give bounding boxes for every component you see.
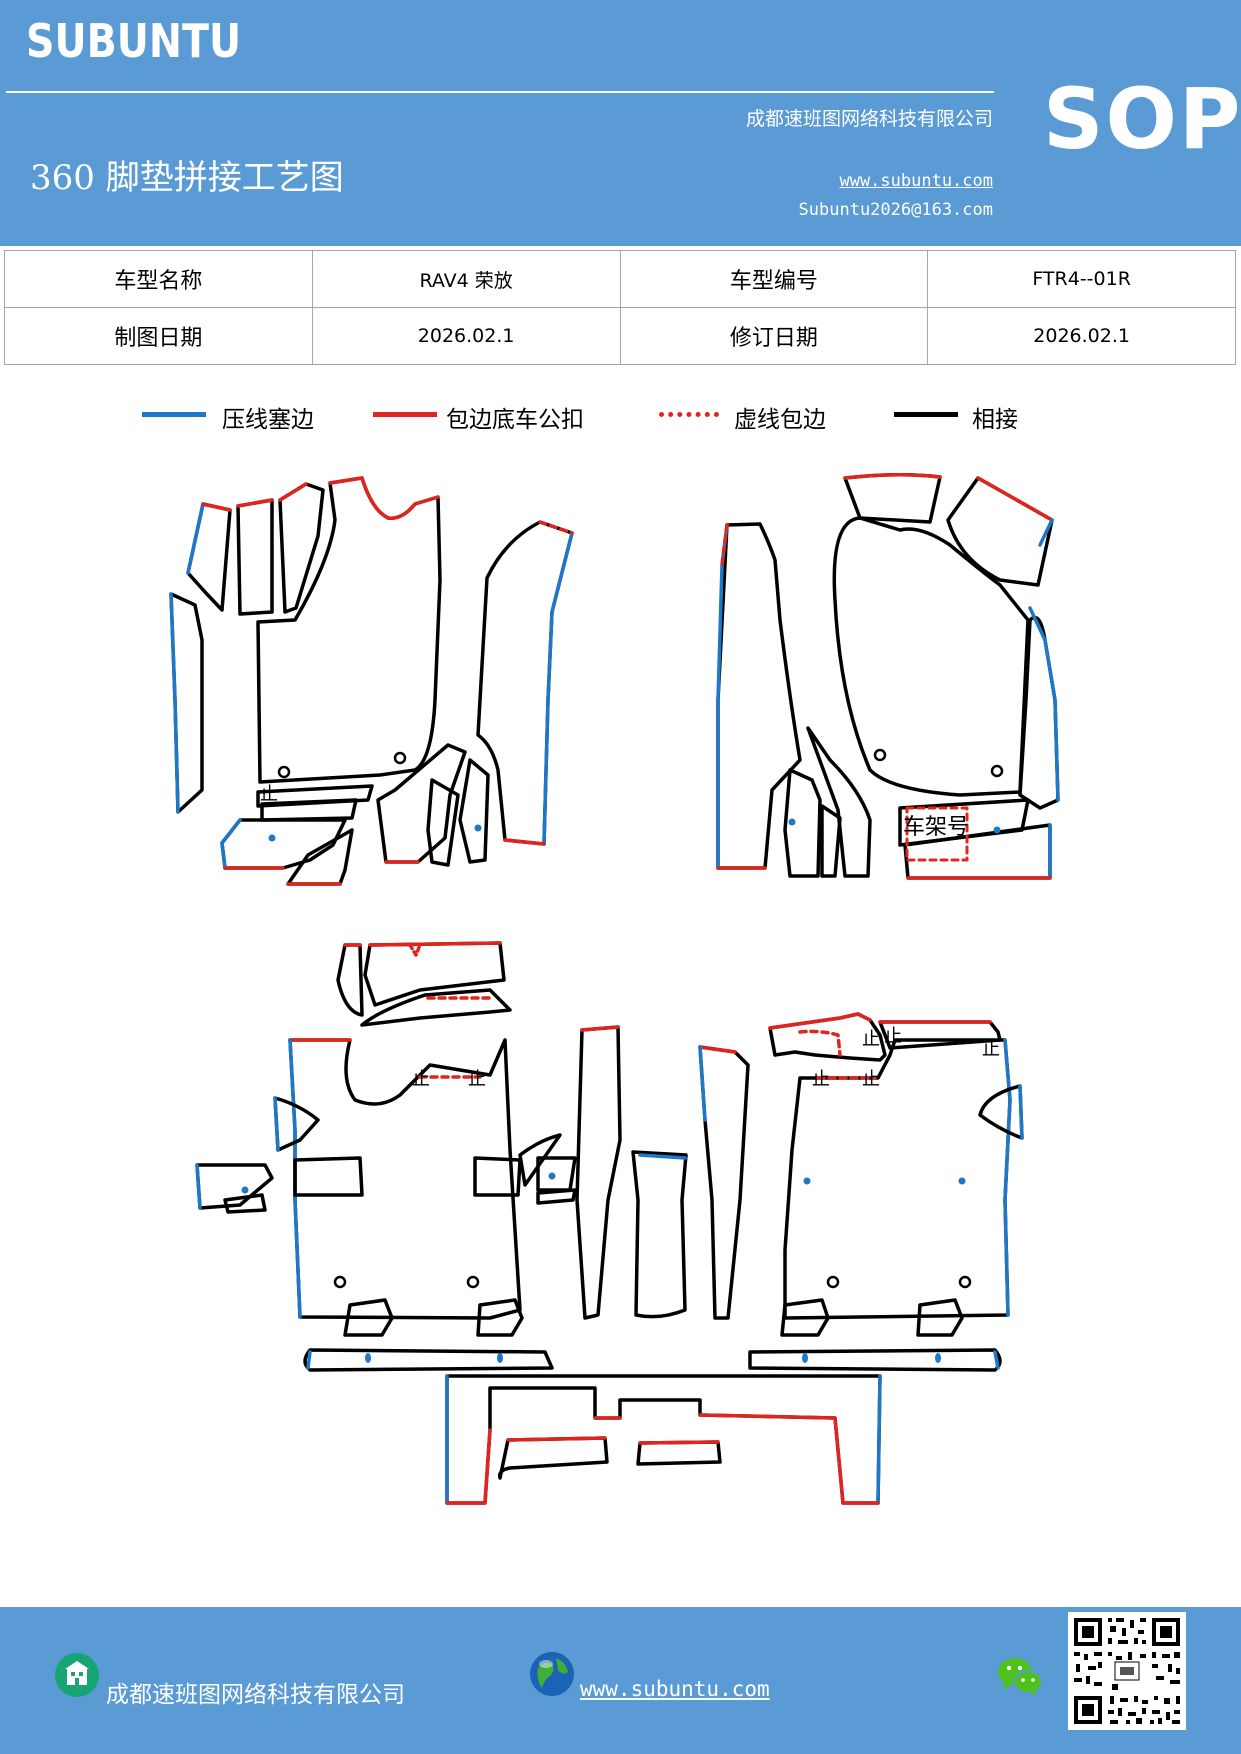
foot-rest-1 [343,1298,394,1337]
connector-mark: 止 [982,1039,1000,1060]
table-cell-value: 2026.02.1 [927,307,1236,365]
legend-label: 包边底车公扣 [446,407,584,433]
center-lower-2 [806,726,872,878]
small-bracket [536,1188,577,1205]
passenger-mat-body [832,516,1030,797]
driver-mat-body [256,476,442,784]
company-name: 成都速班图网络科技有限公司 [745,108,993,130]
table-cell-value: FTR4--01R [927,250,1236,308]
center-lower-3 [820,804,842,878]
center-tunnel-mats [575,1025,750,1320]
right-side-strip [476,520,574,846]
foot-rest-2 [476,1298,524,1337]
front-right-mat: 车架号 [716,473,1060,880]
center-strip-middle [631,1150,688,1319]
top-crescent [336,943,364,1017]
legend-swatch [659,412,719,417]
rear-right-mat: 止 止 止 止 止 [748,1012,1024,1372]
side-notch-left [273,1096,320,1152]
table-cell-label: 车型编号 [619,250,929,308]
top-diagonal-piece [946,476,1054,587]
footer-company-name: 成都速班图网络科技有限公司 [106,1682,405,1708]
vehicle-info-table: 车型名称 RAV4 荣放 车型编号 FTR4--01R 制图日期 2026.02… [4,250,1236,365]
floor-mat-diagram: 止 车架号 [169,473,1060,1505]
center-strip-left [575,1025,622,1320]
top-cap [843,473,942,524]
frame-number-label: 车架号 [903,815,969,840]
sop-badge: SOP [1043,70,1241,168]
lower-piece-2 [458,758,490,864]
building-icon [55,1653,99,1697]
table-row: 制图日期 2026.02.1 修订日期 2026.02.1 [4,307,1236,365]
right-fin [518,1133,562,1187]
top-lower-piece [360,988,512,1027]
foot-rest-3 [780,1298,830,1337]
cargo-mat [445,1374,882,1505]
legend-swatch [894,412,958,417]
header-divider [6,91,994,93]
connector-mark: 止 [862,1029,880,1050]
table-cell-value: RAV4 荣放 [311,250,621,308]
rear-right-bottom-strip [748,1348,1002,1372]
globe-icon [530,1652,574,1696]
rear-left-body [288,1038,522,1320]
side-notch-right [978,1084,1024,1140]
cargo-insert-1 [497,1436,609,1480]
legend-swatch [142,412,206,417]
arm-piece [293,1156,364,1197]
legend-label: 压线塞边 [222,407,314,433]
table-row: 车型名称 RAV4 荣放 车型编号 FTR4--01R [4,250,1236,308]
lower-piece-3 [426,778,460,867]
left-tall-strip [716,522,802,870]
table-cell-label: 车型名称 [4,250,313,308]
brand-logo: SUBUNTU [26,14,242,68]
table-cell-label: 修订日期 [619,307,929,365]
top-piece-1 [186,502,232,612]
center-lower-1 [783,768,822,878]
legend-label: 相接 [972,407,1018,433]
small-wedge [286,828,354,886]
contact-email[interactable]: Subuntu2026@163.com [798,200,993,220]
legend: 压线塞边 包边底车公扣 虚线包边 相接 [0,400,1241,440]
cargo-insert-2 [636,1440,722,1466]
wechat-icon [998,1658,1043,1696]
connector-mark: 止 [412,1069,430,1090]
table-cell-label: 制图日期 [4,307,313,365]
legend-swatch [373,412,437,417]
rear-left-bottom-strip [303,1348,554,1372]
connector-mark: 止 [884,1026,902,1047]
page-title: 360 脚垫拼接工艺图 [30,158,344,198]
lower-strip-2 [256,784,374,808]
footer: 成都速班图网络科技有限公司 www.subuntu.com [0,1607,1241,1754]
foot-rest-4 [916,1298,964,1337]
connector-mark: 止 [468,1069,486,1090]
header: SUBUNTU 成都速班图网络科技有限公司 360 脚垫拼接工艺图 www.su… [0,0,1241,246]
connector-mark: 止 [260,784,278,805]
connector-mark: 止 [812,1069,830,1090]
footer-website-link[interactable]: www.subuntu.com [580,1677,770,1701]
table-cell-value: 2026.02.1 [311,307,621,365]
qr-code[interactable] [1068,1612,1186,1730]
front-left-mat: 止 [169,476,574,886]
top-piece-3 [278,482,325,614]
small-tab [223,1193,267,1214]
bracket-piece [536,1156,577,1192]
rear-left-mat: 止 止 [195,941,577,1372]
legend-label: 虚线包边 [734,407,826,433]
seat-belt-piece [195,1163,274,1210]
center-right-tab [473,1156,522,1197]
top-piece-2 [236,498,274,616]
connector-mark: 止 [862,1069,880,1090]
website-link[interactable]: www.subuntu.com [839,171,993,191]
center-strip-right [698,1045,750,1320]
